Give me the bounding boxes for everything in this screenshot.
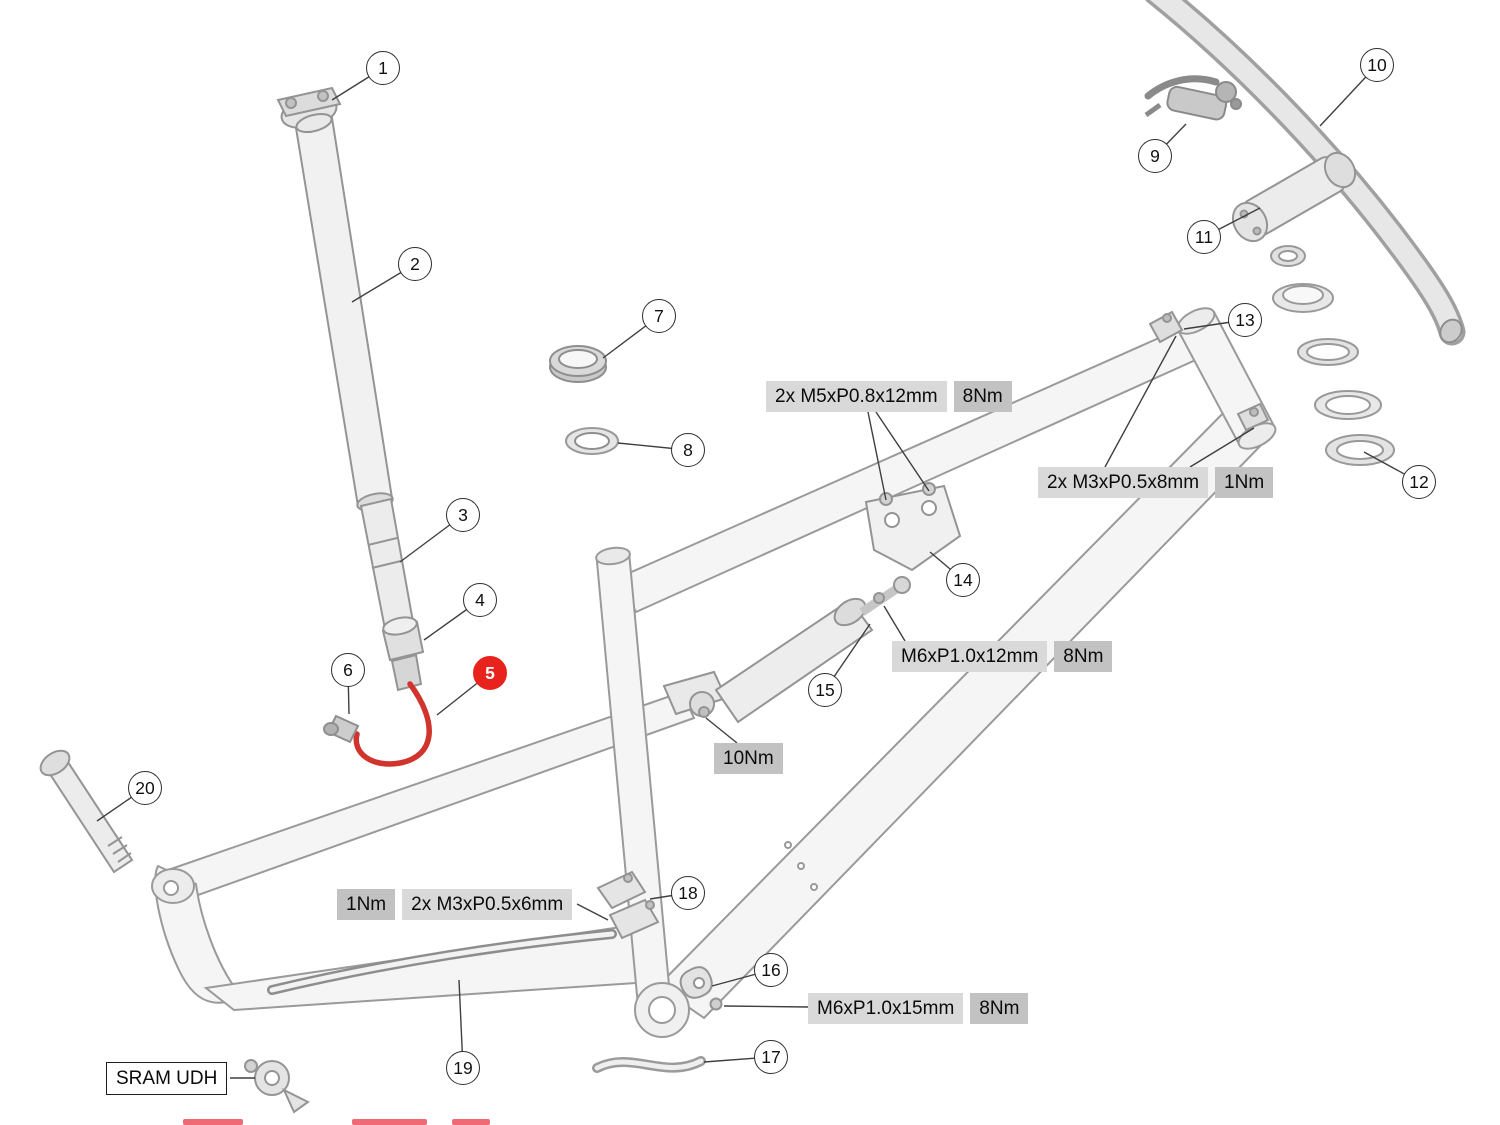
label-m6-shock-12mm: M6xP1.0x12mm 8Nm <box>892 641 1113 672</box>
stem-art <box>1231 151 1357 243</box>
cable-guide-art <box>596 870 660 940</box>
callout-10: 10 <box>1360 48 1394 82</box>
sram-udh-text: SRAM UDH <box>106 1062 228 1095</box>
cable-connector-art <box>323 714 360 744</box>
callout-6: 6 <box>331 653 365 687</box>
callout-2: 2 <box>398 247 432 281</box>
callout-13: 13 <box>1228 303 1262 337</box>
callout-17: 17 <box>754 1040 788 1074</box>
handlebar-art <box>1145 0 1466 346</box>
chainstay-protector-art <box>267 929 617 995</box>
spec-text-m3-6: 2x M3xP0.5x6mm <box>402 889 573 920</box>
callout-11: 11 <box>1187 220 1221 254</box>
spec-text-m3-8: 2x M3xP0.5x8mm <box>1038 467 1209 498</box>
spec-text-m6-12: M6xP1.0x12mm <box>892 641 1048 672</box>
label-m3-guide-6mm: 1Nm 2x M3xP0.5x6mm <box>337 889 573 920</box>
torque-text-m6-15: 8Nm <box>970 993 1029 1024</box>
seal-rings-art <box>549 345 619 455</box>
headset-stack-art <box>1270 245 1395 466</box>
torque-text-m3-8: 1Nm <box>1215 467 1274 498</box>
callout-3: 3 <box>446 498 480 532</box>
shock-art <box>714 576 911 724</box>
callout-18: 18 <box>671 876 705 910</box>
callout-9: 9 <box>1138 139 1172 173</box>
torque-text-m3-6: 1Nm <box>337 889 396 920</box>
label-m6-guide-15mm: M6xP1.0x15mm 8Nm <box>808 993 1029 1024</box>
label-m3-port-8mm: 2x M3xP0.5x8mm 1Nm <box>1038 467 1274 498</box>
cropped-red-text-fragments <box>183 1119 490 1125</box>
callout-20: 20 <box>128 771 162 805</box>
dropper-cable-art <box>353 681 432 767</box>
toptube-port-art <box>1148 310 1270 432</box>
callout-15: 15 <box>808 673 842 707</box>
torque-text-pivot: 10Nm <box>714 743 783 774</box>
callout-5-highlighted: 5 <box>473 656 507 690</box>
callout-12: 12 <box>1402 465 1436 499</box>
callout-16: 16 <box>754 953 788 987</box>
callout-8: 8 <box>671 433 705 467</box>
udh-hanger-art <box>244 1059 310 1114</box>
label-sram-udh: SRAM UDH <box>106 1062 228 1095</box>
torque-text-m5: 8Nm <box>953 381 1012 412</box>
label-pivot-torque: 10Nm <box>714 743 783 774</box>
label-m5-shock-mount: 2x M5xP0.8x12mm 8Nm <box>766 381 1012 412</box>
brake-lever-art <box>1144 75 1242 121</box>
callout-4: 4 <box>463 583 497 617</box>
cable-tube-art <box>592 1056 706 1073</box>
callout-19: 19 <box>446 1051 480 1085</box>
rocker-link-art <box>662 670 728 718</box>
shock-mount-plate-art <box>864 482 962 572</box>
frame-front-triangle-art <box>595 307 1277 1038</box>
spec-text-m5: 2x M5xP0.8x12mm <box>766 381 947 412</box>
seatpost-art <box>276 86 425 692</box>
callout-7: 7 <box>642 299 676 333</box>
callout-14: 14 <box>946 563 980 597</box>
spec-text-m6-15: M6xP1.0x15mm <box>808 993 964 1024</box>
thru-axle-art <box>39 749 134 874</box>
torque-text-m6-12: 8Nm <box>1054 641 1113 672</box>
callout-1: 1 <box>366 51 400 85</box>
cable-clamp-art <box>679 966 723 1011</box>
